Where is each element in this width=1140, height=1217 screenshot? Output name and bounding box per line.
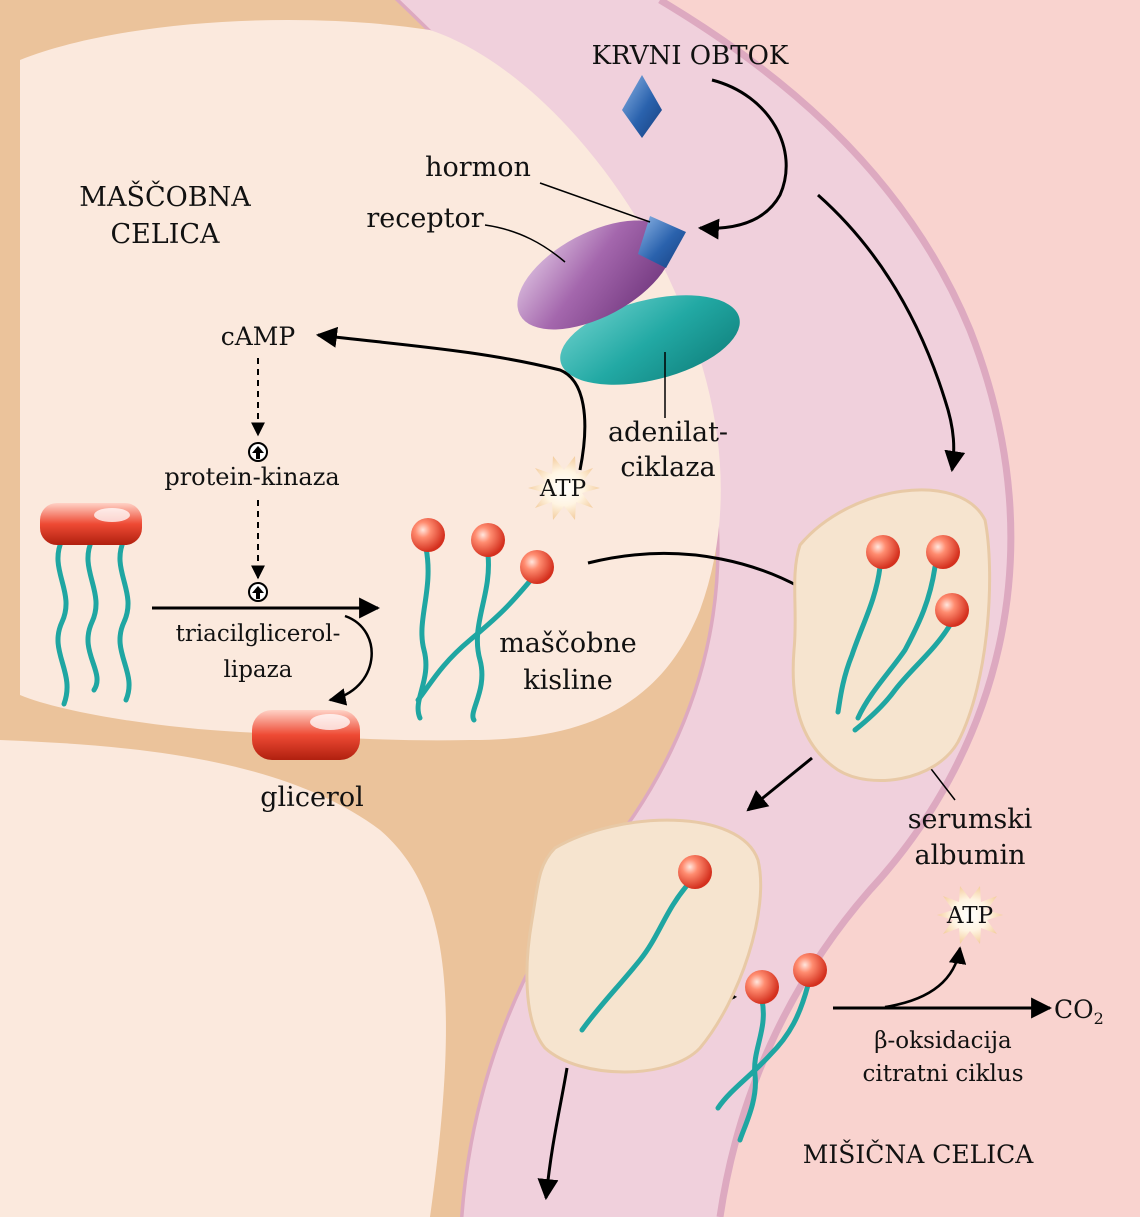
kinase-activation-icon [249, 443, 267, 461]
serum-albumin-label-line2: albumin [914, 840, 1025, 871]
adenylate-cyclase-label-line2: ciklaza [620, 452, 715, 483]
lipase-activation-icon [249, 583, 267, 601]
oxidation-label-line1: β-oksidacija [874, 1028, 1012, 1054]
hormone-label: hormon [425, 152, 531, 183]
protein-kinase-label: protein-kinaza [164, 463, 339, 491]
fatty-acids-label-line1: maščobne [499, 628, 637, 659]
adenylate-cyclase-label-line1: adenilat- [608, 417, 728, 448]
atp-fat-cell-label: ATP [539, 476, 586, 502]
serum-albumin-label-line1: serumski [908, 804, 1033, 835]
oxidation-label-line2: citratni ciklus [862, 1061, 1023, 1087]
serum-albumin-upper [793, 490, 989, 781]
fatty-acids-label-line2: kisline [523, 665, 613, 696]
co2-text: CO [1054, 995, 1094, 1024]
fat-cell-label-line1: MAŠČOBNA [79, 179, 251, 213]
glycerol-label: glicerol [260, 782, 363, 813]
glycerol-molecule [252, 710, 360, 760]
lipase-label-line2: lipaza [224, 657, 293, 683]
blood-stream-label: KRVNI OBTOK [592, 41, 789, 71]
co2-subscript: 2 [1094, 1009, 1104, 1028]
muscle-cell-label: MIŠIČNA CELICA [803, 1140, 1034, 1169]
lipase-label-line1: triacilglicerol- [176, 621, 341, 647]
camp-label: cAMP [221, 322, 295, 351]
atp-muscle-label: ATP [946, 903, 993, 929]
fat-cell-label-line2: CELICA [110, 219, 220, 250]
receptor-label: receptor [366, 203, 483, 234]
